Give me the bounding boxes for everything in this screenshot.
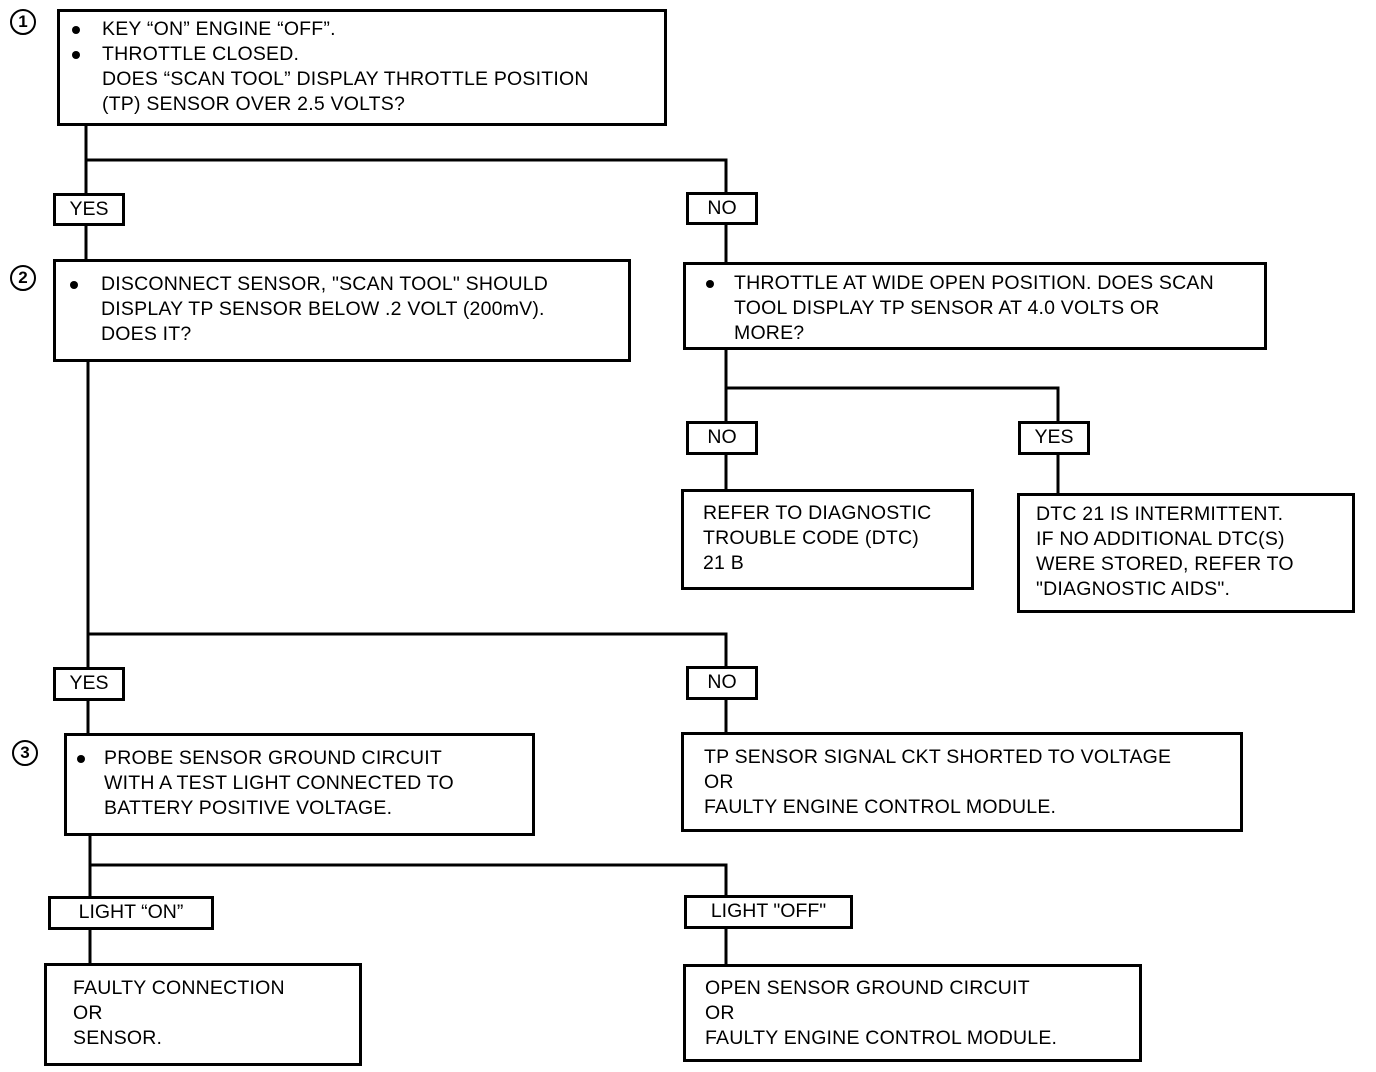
yes-label-2: YES bbox=[53, 667, 125, 701]
step-marker-2: 2 bbox=[10, 265, 36, 291]
q2-line-1: DISCONNECT SENSOR, "SCAN TOOL" SHOULD bbox=[70, 272, 549, 297]
q1-line-4: (TP) SENSOR OVER 2.5 VOLTS? bbox=[102, 93, 406, 115]
q3-line-1: PROBE SENSOR GROUND CIRCUIT bbox=[77, 746, 443, 771]
connector-q1-split bbox=[84, 125, 728, 193]
connector-q2-split bbox=[86, 360, 728, 667]
open-line-1: OPEN SENSOR GROUND CIRCUIT bbox=[705, 977, 1030, 999]
intermittent-line-4: "DIAGNOSTIC AIDS". bbox=[1036, 578, 1231, 600]
faulty-connection-box: FAULTY CONNECTION OR SENSOR. bbox=[44, 963, 362, 1066]
bullet-icon bbox=[706, 280, 714, 288]
q2-line-3: DOES IT? bbox=[101, 323, 192, 345]
open-line-2: OR bbox=[705, 1002, 735, 1024]
no-label-wot: NO bbox=[686, 421, 758, 455]
shorted-line-3: FAULTY ENGINE CONTROL MODULE. bbox=[704, 796, 1057, 818]
question-box-2: DISCONNECT SENSOR, "SCAN TOOL" SHOULD DI… bbox=[53, 259, 631, 362]
q1-bullet-1-text: KEY “ON” ENGINE “OFF”. bbox=[102, 18, 336, 40]
intermittent-line-1: DTC 21 IS INTERMITTENT. bbox=[1036, 503, 1284, 525]
refer-line-1: REFER TO DIAGNOSTIC bbox=[703, 502, 932, 524]
wot-line-1: THROTTLE AT WIDE OPEN POSITION. DOES SCA… bbox=[706, 271, 1214, 296]
intermittent-line-2: IF NO ADDITIONAL DTC(S) bbox=[1036, 528, 1285, 550]
q3-line-3: BATTERY POSITIVE VOLTAGE. bbox=[104, 797, 393, 819]
no-label-2: NO bbox=[686, 666, 758, 700]
refer-line-3: 21 B bbox=[703, 552, 744, 574]
connector-q3-split bbox=[88, 834, 728, 896]
faulty-line-3: SENSOR. bbox=[73, 1027, 163, 1049]
q2-line-1-text: DISCONNECT SENSOR, "SCAN TOOL" SHOULD bbox=[101, 273, 549, 295]
refer-dtc-box: REFER TO DIAGNOSTIC TROUBLE CODE (DTC) 2… bbox=[681, 489, 974, 590]
faulty-line-2: OR bbox=[73, 1002, 103, 1024]
q2-line-2: DISPLAY TP SENSOR BELOW .2 VOLT (200mV). bbox=[101, 298, 545, 320]
wide-open-throttle-box: THROTTLE AT WIDE OPEN POSITION. DOES SCA… bbox=[683, 262, 1267, 350]
open-line-3: FAULTY ENGINE CONTROL MODULE. bbox=[705, 1027, 1058, 1049]
yes-label-1: YES bbox=[53, 193, 125, 226]
wot-line-3: MORE? bbox=[734, 322, 805, 344]
q1-bullet-2-text: THROTTLE CLOSED. bbox=[102, 43, 300, 65]
faulty-line-1: FAULTY CONNECTION bbox=[73, 977, 285, 999]
question-box-1: KEY “ON” ENGINE “OFF”. THROTTLE CLOSED. … bbox=[57, 9, 667, 126]
bullet-icon bbox=[72, 51, 80, 59]
bullet-icon bbox=[72, 26, 80, 34]
refer-line-2: TROUBLE CODE (DTC) bbox=[703, 527, 919, 549]
light-on-label: LIGHT “ON” bbox=[48, 896, 214, 930]
signal-shorted-box: TP SENSOR SIGNAL CKT SHORTED TO VOLTAGE … bbox=[681, 732, 1243, 832]
light-off-label: LIGHT "OFF" bbox=[684, 895, 853, 929]
bullet-icon bbox=[70, 281, 78, 289]
step-marker-1: 1 bbox=[10, 9, 36, 35]
question-box-3: PROBE SENSOR GROUND CIRCUIT WITH A TEST … bbox=[64, 733, 535, 836]
q1-line-3: DOES “SCAN TOOL” DISPLAY THROTTLE POSITI… bbox=[102, 68, 589, 90]
intermittent-line-3: WERE STORED, REFER TO bbox=[1036, 553, 1294, 575]
shorted-line-2: OR bbox=[704, 771, 734, 793]
q3-line-2: WITH A TEST LIGHT CONNECTED TO bbox=[104, 772, 454, 794]
shorted-line-1: TP SENSOR SIGNAL CKT SHORTED TO VOLTAGE bbox=[704, 746, 1172, 768]
yes-label-wot: YES bbox=[1018, 421, 1090, 455]
step-marker-3: 3 bbox=[12, 740, 38, 766]
no-label-1: NO bbox=[686, 192, 758, 225]
connector-wot-split bbox=[724, 348, 1060, 422]
q1-line-1: KEY “ON” ENGINE “OFF”. bbox=[72, 17, 336, 42]
q1-line-2: THROTTLE CLOSED. bbox=[72, 42, 300, 67]
q3-line-1-text: PROBE SENSOR GROUND CIRCUIT bbox=[104, 747, 443, 769]
wot-line-2: TOOL DISPLAY TP SENSOR AT 4.0 VOLTS OR bbox=[734, 297, 1160, 319]
wot-line-1-text: THROTTLE AT WIDE OPEN POSITION. DOES SCA… bbox=[734, 272, 1214, 294]
intermittent-box: DTC 21 IS INTERMITTENT. IF NO ADDITIONAL… bbox=[1017, 493, 1355, 613]
bullet-icon bbox=[77, 755, 85, 763]
open-ground-box: OPEN SENSOR GROUND CIRCUIT OR FAULTY ENG… bbox=[683, 964, 1142, 1062]
